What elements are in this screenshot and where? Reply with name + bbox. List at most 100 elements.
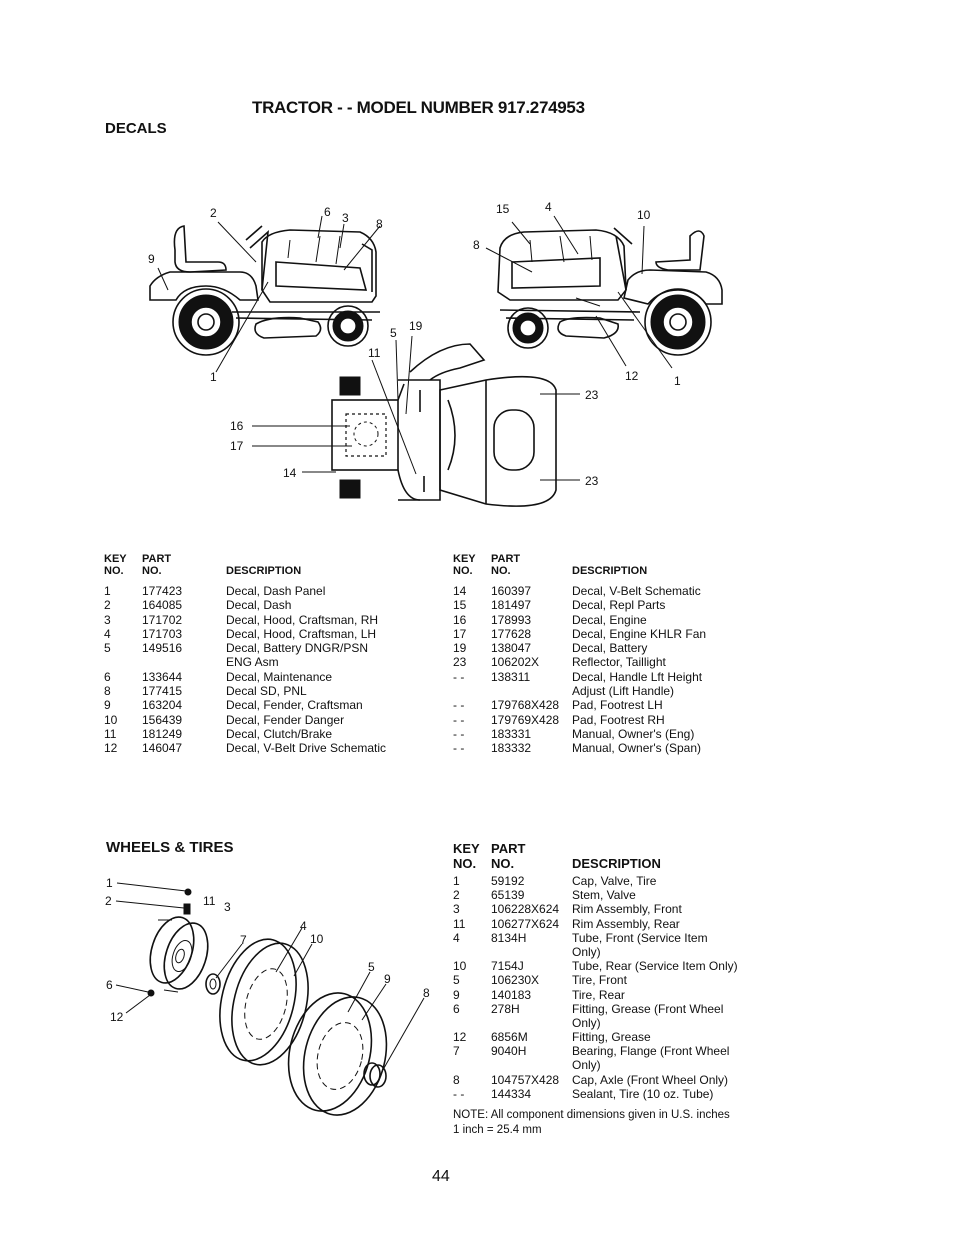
callout-wheel-8: 8 (423, 986, 430, 1000)
decals-diagram (149, 215, 723, 507)
callout-right-12: 12 (625, 369, 639, 383)
callout-right-4: 4 (545, 200, 552, 214)
callout-top-23b: 23 (585, 474, 599, 488)
col-part-no: NO. (491, 565, 511, 577)
callout-left-6: 6 (324, 205, 331, 219)
callout-right-10: 10 (637, 208, 651, 222)
decals-heading: DECALS (105, 120, 167, 137)
callout-left-2: 2 (210, 206, 217, 220)
col-key-top: KEY (104, 553, 127, 565)
page-number: 44 (432, 1168, 450, 1185)
col-part-top: PART (142, 553, 172, 565)
callout-right-1: 1 (674, 374, 681, 388)
callout-wheel-11: 11 (203, 894, 216, 908)
table-row: ENG Asm (226, 655, 279, 670)
callout-top-11: 11 (368, 346, 381, 360)
callout-left-8: 8 (376, 217, 383, 231)
right-tractor-drawing (485, 215, 723, 369)
callout-top-23a: 23 (585, 388, 599, 402)
callout-left-1: 1 (210, 370, 217, 384)
col-key-no: NO. (453, 856, 477, 871)
col-key-no: NO. (104, 565, 124, 577)
callout-right-8: 8 (473, 238, 480, 252)
units-conversion: 1 inch = 25.4 mm (453, 1124, 542, 1136)
callout-wheel-2: 2 (105, 894, 112, 908)
callout-top-14: 14 (283, 466, 297, 480)
callout-wheel-5: 5 (368, 960, 375, 974)
col-key-no: NO. (453, 565, 473, 577)
callout-right-15: 15 (496, 202, 510, 216)
wheels-heading: WHEELS & TIRES (106, 839, 234, 856)
callout-left-9: 9 (148, 252, 155, 266)
col-key-top: KEY (453, 841, 480, 856)
callout-left-3: 3 (342, 211, 349, 225)
callout-top-16: 16 (230, 419, 244, 433)
col-part-top: PART (491, 841, 526, 856)
col-part-top: PART (491, 553, 521, 565)
table-row: Only) (572, 944, 601, 959)
callout-top-5: 5 (390, 326, 397, 340)
callout-wheel-10: 10 (310, 932, 324, 946)
top-view-drawing (252, 335, 580, 507)
callout-wheel-1: 1 (106, 876, 113, 890)
col-description: DESCRIPTION (226, 565, 302, 577)
col-part-no: NO. (491, 856, 515, 871)
col-part-no: NO. (142, 565, 162, 577)
callout-top-19: 19 (409, 319, 423, 333)
col-key-top: KEY (453, 553, 476, 565)
callout-wheel-7: 7 (240, 933, 247, 947)
left-tractor-drawing (149, 215, 381, 373)
table-row: Only) (572, 1015, 601, 1030)
callout-top-17: 17 (230, 439, 244, 453)
callout-wheel-9: 9 (384, 972, 391, 986)
table-row: Adjust (Lift Handle) (572, 684, 675, 699)
callout-wheel-12: 12 (110, 1010, 124, 1024)
col-description: DESCRIPTION (572, 565, 648, 577)
page-title: TRACTOR - - MODEL NUMBER 917.274953 (252, 98, 585, 117)
col-description: DESCRIPTION (572, 856, 661, 871)
callout-wheel-3: 3 (224, 900, 231, 914)
table-row: Only) (572, 1058, 601, 1073)
callout-wheel-6: 6 (106, 978, 113, 992)
callout-wheel-4: 4 (300, 919, 307, 933)
